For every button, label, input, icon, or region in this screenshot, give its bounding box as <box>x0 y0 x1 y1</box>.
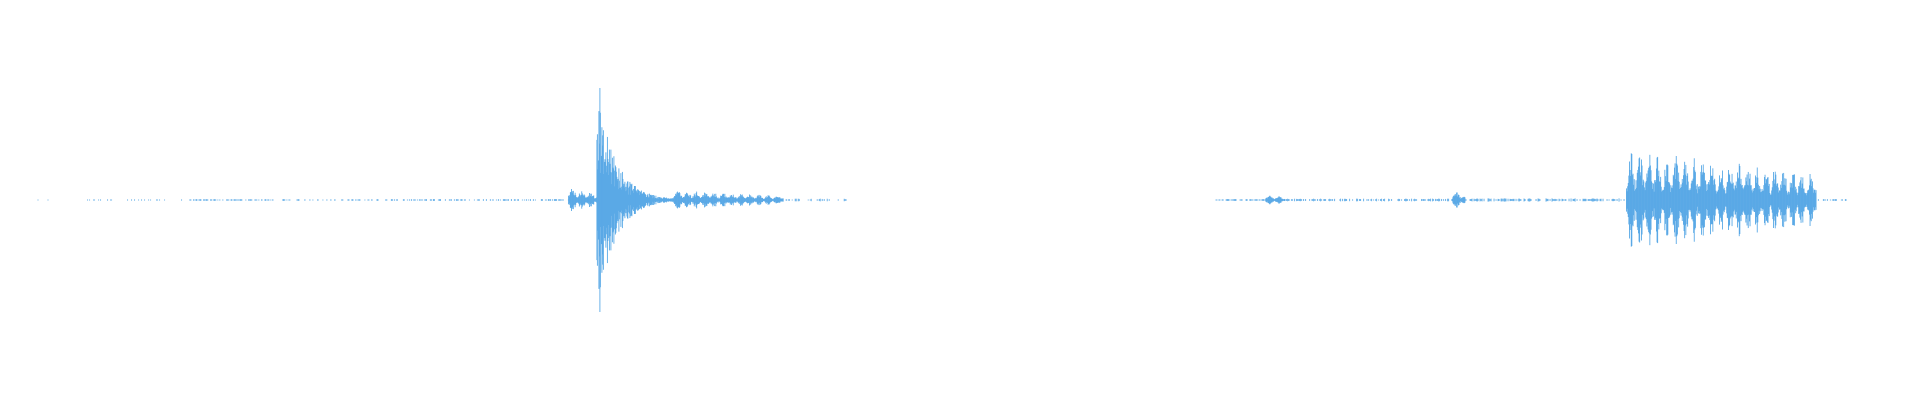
audio-clip-2-waveform <box>1215 153 1847 247</box>
audio-clip-1-waveform <box>37 88 847 312</box>
